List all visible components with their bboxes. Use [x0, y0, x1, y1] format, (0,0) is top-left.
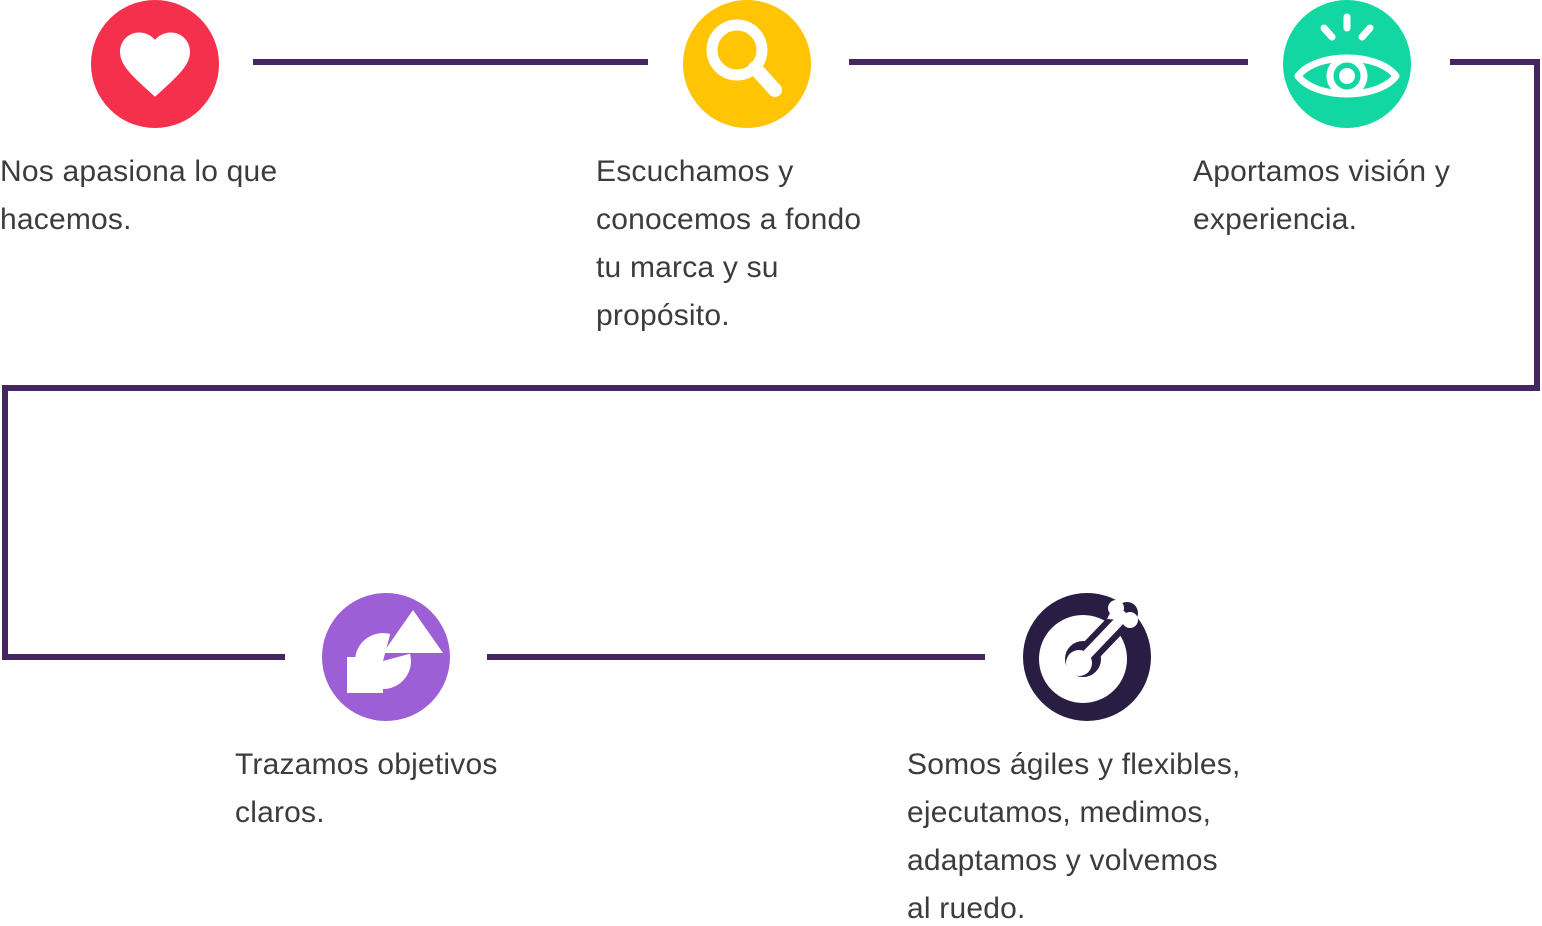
target-dart-icon [1023, 593, 1151, 721]
step-text-passion: Nos apasiona lo que hacemos. [0, 155, 278, 236]
heart-icon [111, 22, 199, 106]
connector-segment-5 [487, 654, 985, 660]
connector-segment-3 [1450, 59, 1540, 65]
connector-segment-1 [253, 59, 648, 65]
connector-segment-2 [849, 59, 1248, 65]
magnifier-icon [683, 0, 811, 128]
step-circle-vision [1283, 0, 1411, 128]
shapes-icon [322, 593, 450, 721]
step-circle-passion [91, 0, 219, 128]
step-text-vision: Aportamos visión y experiencia. [1193, 155, 1451, 236]
step-circle-execution [1023, 593, 1151, 721]
step-circle-objectives [322, 593, 450, 721]
step-circle-discovery [683, 0, 811, 128]
connector-segment-left-vertical [2, 385, 8, 660]
step-text-objectives: Trazamos objetivos claros. [235, 748, 498, 829]
step-text-discovery: Escuchamos y conocemos a fondo tu marca … [596, 155, 862, 332]
connector-segment-4 [5, 654, 285, 660]
step-text-execution: Somos ágiles y flexibles, ejecutamos, me… [907, 748, 1241, 925]
connector-segment-middle-horizontal [2, 385, 1540, 391]
eye-icon [1283, 0, 1411, 128]
connector-segment-right-vertical [1534, 59, 1540, 391]
